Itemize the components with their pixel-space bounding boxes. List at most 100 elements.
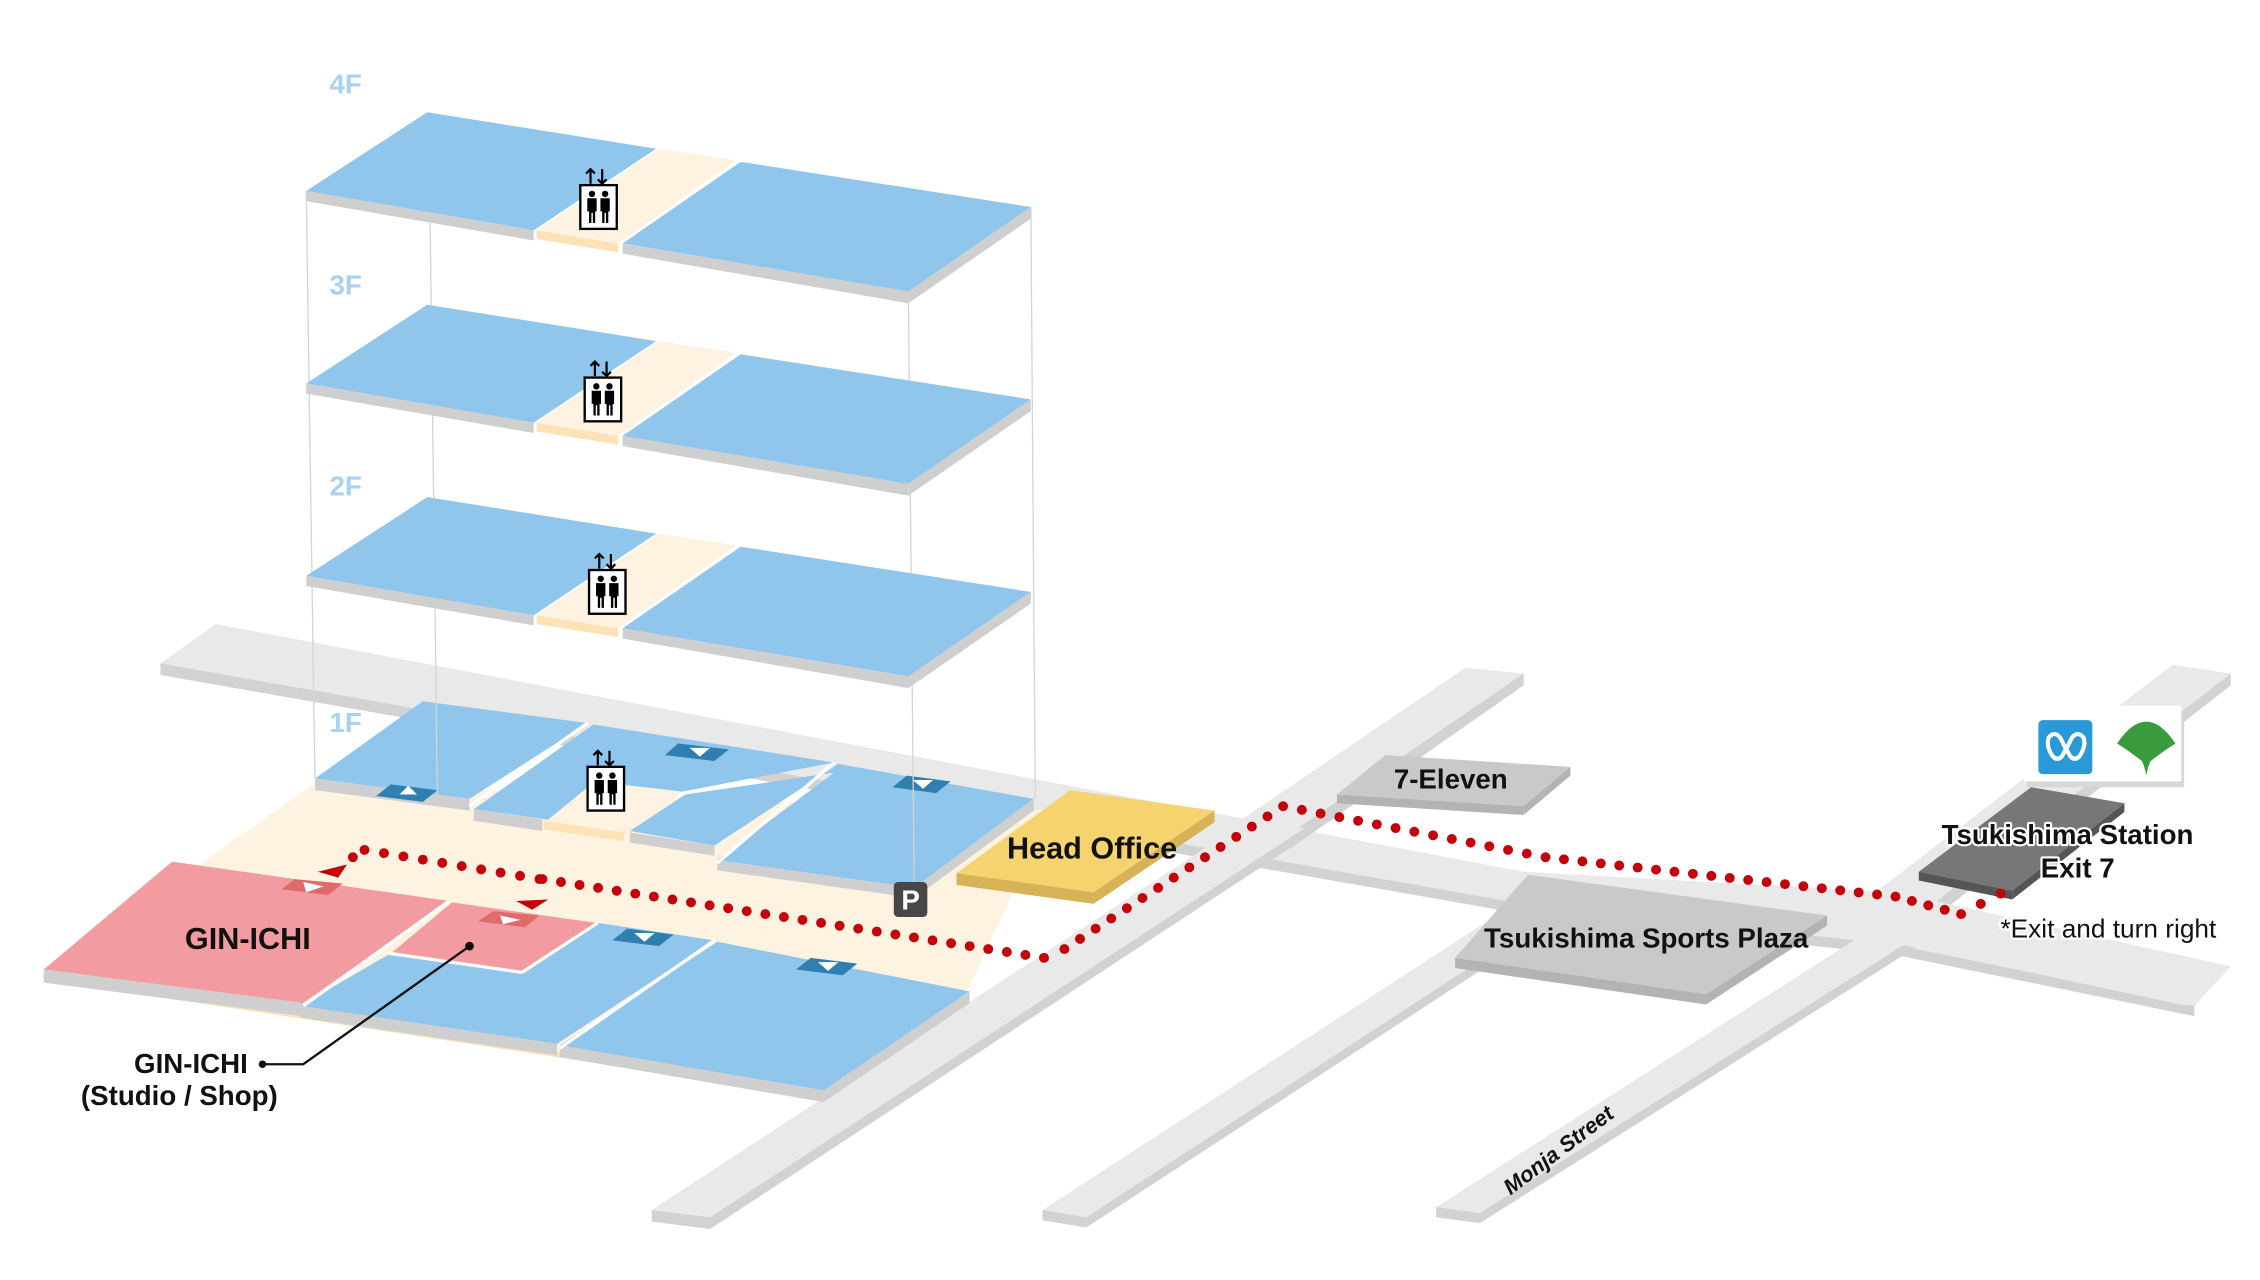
route-dot (556, 877, 566, 887)
floor-4f (306, 112, 1031, 304)
sports-plaza-label: Tsukishima Sports Plaza (1484, 923, 1809, 954)
door-marker (664, 743, 730, 762)
gin-ichi-studio-shop[interactable] (390, 902, 597, 973)
gin-ichi-callout-subtitle: (Studio / Shop) (81, 1080, 278, 1111)
route-dot (1906, 895, 1917, 906)
route-dot (1001, 947, 1012, 957)
route-dot (1503, 844, 1514, 855)
route-dot (1409, 826, 1420, 837)
route-dot (1798, 881, 1809, 892)
room-1f-front-right (559, 941, 970, 1091)
route-dot (1353, 815, 1364, 826)
route-dot (476, 864, 487, 875)
route-dot (398, 851, 409, 862)
route-dot (1939, 904, 1950, 915)
route-dot (908, 932, 919, 943)
gin-ichi-callout-title: GIN-ICHI (134, 1048, 248, 1079)
tokyo-metro-logo (2038, 720, 2093, 775)
route-dot (667, 894, 678, 905)
route-dot (1390, 823, 1401, 834)
route-dot (1669, 866, 1680, 877)
route-dot (456, 861, 467, 872)
room-1f-back-right (629, 763, 1034, 888)
sports-plaza-block (1455, 874, 1827, 1005)
route-dot (630, 888, 641, 899)
monja-street-label: Monja Street (1499, 1099, 1620, 1199)
room-1f-back-center (473, 724, 835, 831)
route-dot (1446, 834, 1457, 844)
route-dot (1835, 885, 1846, 896)
route-dot (1315, 808, 1326, 819)
door-marker (478, 911, 540, 928)
route-dot (1956, 909, 1967, 920)
route-dot (1816, 883, 1827, 894)
route-dot (816, 917, 827, 928)
route-dot (378, 848, 389, 859)
route-dot (1262, 811, 1273, 822)
route-arrowhead-left (317, 864, 348, 878)
gin-ichi-main-space[interactable] (43, 861, 450, 1004)
floor-3f (306, 304, 1031, 496)
route-dot (1296, 804, 1307, 815)
seven-eleven-block (1337, 755, 1571, 815)
route-dot (1153, 882, 1164, 893)
route-dot (1577, 856, 1588, 867)
route-dot (797, 914, 808, 925)
route-dot (537, 874, 548, 885)
route-dot (927, 935, 938, 946)
door-marker (796, 957, 858, 976)
route-dot (1872, 889, 1883, 900)
route-dot (1890, 891, 1901, 902)
gin-ichi-label: GIN-ICHI (185, 922, 311, 956)
route-dot (1995, 888, 2006, 899)
floor-1f (43, 701, 1034, 1103)
route-dot (648, 891, 659, 902)
floor-label-3f: 3F (330, 269, 362, 300)
route-dot (1724, 872, 1735, 883)
route-dot (1075, 933, 1085, 944)
route-dot (1168, 872, 1179, 883)
route-dot (1521, 848, 1532, 859)
route-dot (1371, 819, 1382, 830)
route-dot (1039, 952, 1049, 963)
route-dot (1137, 893, 1148, 903)
route-dot (1540, 852, 1551, 863)
route-dot (890, 929, 901, 940)
room-1f-back-left (314, 701, 588, 799)
route-dot (1632, 862, 1643, 873)
head-office-block[interactable] (956, 790, 1215, 904)
head-office-label[interactable]: Head Office (1007, 832, 1177, 866)
road-diagonal-2 (1042, 883, 1590, 1228)
route-dot (946, 938, 957, 949)
route-dot (1706, 870, 1717, 881)
door-marker (281, 879, 343, 896)
route-dot (1853, 887, 1864, 898)
route-dot (1687, 868, 1698, 879)
route-dot (437, 857, 448, 868)
floor-label-4f: 4F (330, 68, 362, 99)
route-dot (1020, 949, 1031, 960)
route-dot (983, 944, 994, 955)
seven-eleven-label: 7-Eleven (1394, 764, 1508, 795)
route-dot (359, 844, 370, 855)
elevator-icon (583, 360, 623, 423)
route-dot (1184, 862, 1195, 873)
road-diagonal-1 (651, 820, 1305, 1229)
route-dot (1975, 898, 1986, 909)
floor-label-1f: 1F (330, 707, 362, 738)
station-exit-block (1918, 787, 2125, 900)
route-dot (1614, 860, 1625, 871)
gin-ichi-callout (258, 941, 474, 1069)
door-marker (892, 775, 951, 794)
route-dot (1106, 913, 1117, 924)
route-dot (760, 909, 771, 920)
route-dot (1559, 854, 1569, 865)
route-dot (1465, 837, 1476, 848)
route-dot (574, 879, 585, 890)
upper-floors (306, 112, 1031, 689)
route-dot (1231, 831, 1242, 842)
route-dot (417, 854, 428, 865)
toei-ginkgo-logo (2117, 721, 2176, 776)
room-1f-front-center (300, 922, 715, 1044)
route-dot (515, 870, 526, 881)
